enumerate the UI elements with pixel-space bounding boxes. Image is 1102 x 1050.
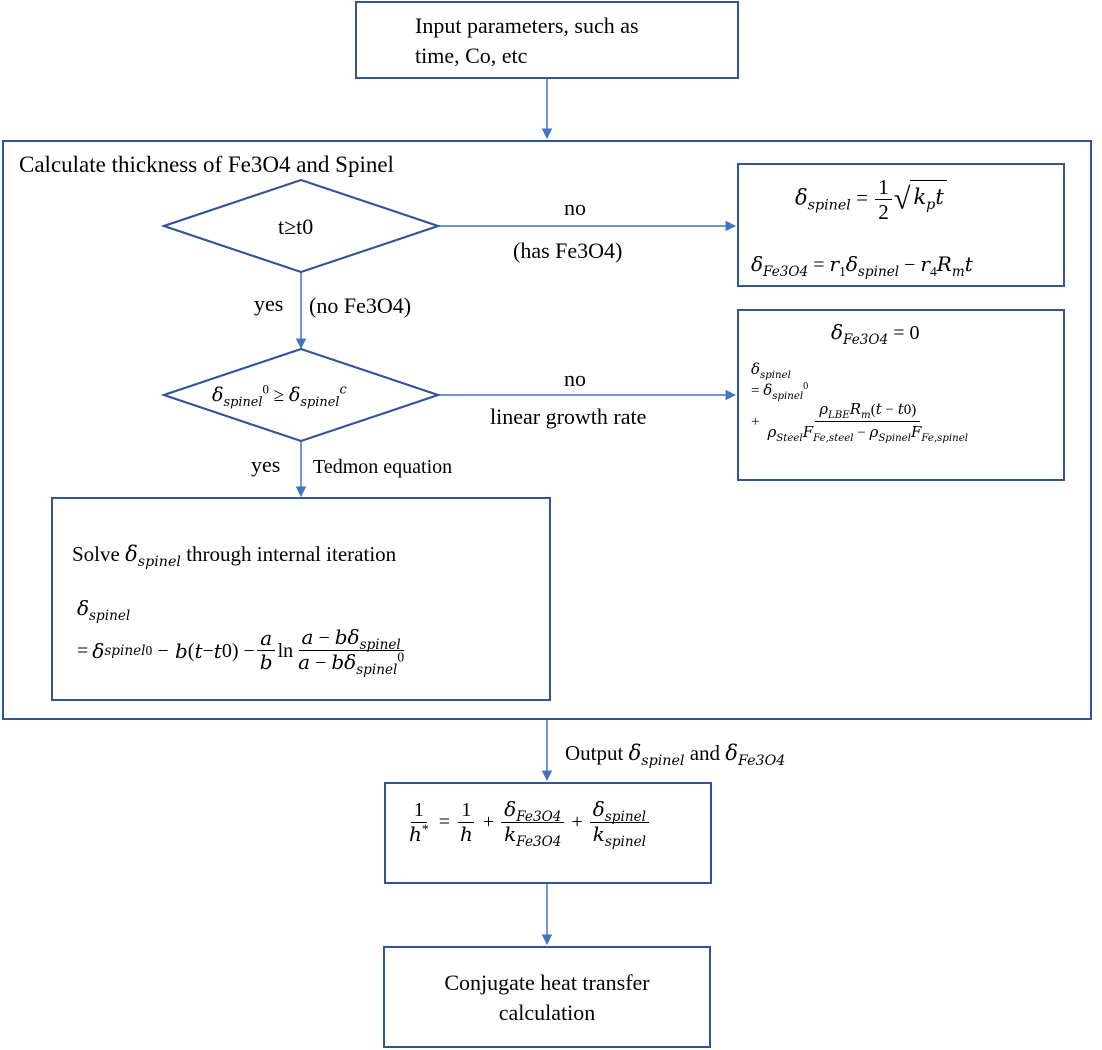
input-line-2: time, Co, etc: [415, 43, 528, 68]
output-label: Output δspinel and δFe3O4: [565, 741, 786, 770]
edge-d1-no-label: no: [564, 195, 586, 220]
spinel-linear-equation: δspinel = δspinel0 + ρLBERm(t − t0) ρSte…: [751, 360, 968, 445]
fe3o4-equation: δFe3O4 = r1δspinel − r4Rmt: [751, 252, 973, 280]
edge-d1-yes-label: yes: [254, 291, 284, 316]
calculation-container: Calculate thickness of Fe3O4 and Spinel: [2, 140, 1092, 720]
edge-d2-no-sublabel: linear growth rate: [490, 404, 647, 429]
input-parameters-box: Input parameters, such as time, Co, etc: [355, 1, 739, 79]
conjugate-heat-transfer-box: Conjugate heat transfer calculation: [383, 946, 711, 1048]
container-title: Calculate thickness of Fe3O4 and Spinel: [19, 152, 394, 177]
solve-instruction: Solve δspinel through internal iteration: [72, 542, 397, 571]
edge-d1-yes-sublabel: (no Fe3O4): [309, 293, 412, 318]
edge-d2-yes-sublabel: Tedmon equation: [313, 456, 453, 478]
final-line-1: Conjugate heat transfer: [444, 970, 650, 995]
edge-d1-no-sublabel: (has Fe3O4): [513, 238, 623, 263]
tedmon-iteration-box: Solve δspinel through internal iteration…: [51, 497, 551, 701]
decision-2-label: δspinel0 ≥ δspinelc: [212, 381, 347, 410]
edge-d2-no-label: no: [564, 366, 586, 391]
linear-growth-equation-box: δFe3O4 = 0 δspinel = δspinel0 + ρLBERm(t…: [737, 309, 1065, 481]
edge-d2-yes-label: yes: [251, 452, 281, 477]
final-line-2: calculation: [498, 1000, 596, 1025]
decision-1-label: t≥t0: [278, 214, 314, 239]
input-line-1: Input parameters, such as: [415, 13, 639, 38]
fe3o4-zero-equation: δFe3O4 = 0: [831, 320, 920, 348]
